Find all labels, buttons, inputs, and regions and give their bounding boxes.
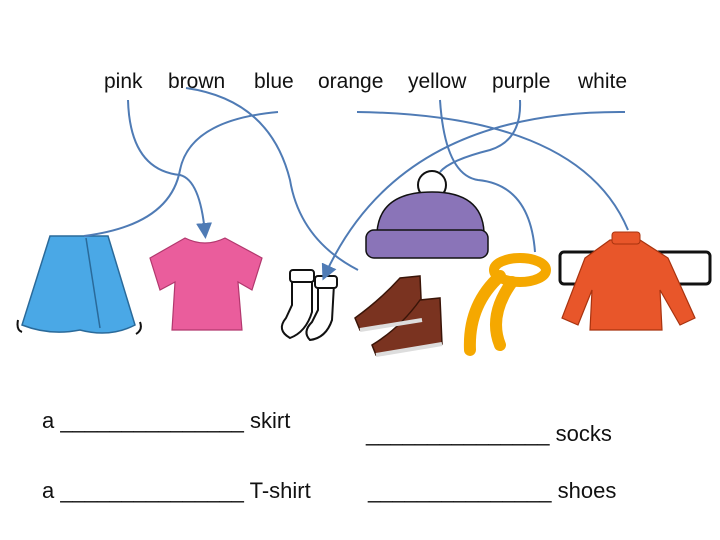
skirt-image: [16, 235, 142, 335]
answer-blank[interactable]: _______________: [366, 421, 550, 446]
noun: skirt: [250, 408, 291, 433]
sweater-image: [558, 231, 712, 331]
tshirt-image: [149, 237, 263, 331]
word-brown: brown: [168, 70, 226, 93]
socks-image: [280, 269, 338, 342]
sentence-shoes: _______________ shoes: [368, 478, 616, 504]
line-brown-shoes: [185, 87, 359, 271]
word-white: white: [578, 70, 628, 93]
matching-lines: [83, 87, 629, 281]
shoes-image: [354, 275, 443, 357]
word-orange: orange: [318, 70, 384, 93]
answer-blank[interactable]: _______________: [60, 408, 244, 433]
sentence-socks: _______________ socks: [366, 421, 612, 447]
line-white-socks: [321, 110, 626, 281]
line-yellow-scarf: [439, 99, 536, 253]
hat-image: [365, 170, 489, 259]
article: a: [42, 408, 55, 433]
scarf-image: [463, 253, 551, 356]
noun: T-shirt: [249, 478, 311, 503]
sentence-tshirt: a _______________ T-shirt: [42, 478, 311, 504]
answer-blank[interactable]: _______________: [368, 478, 552, 503]
noun: socks: [555, 421, 612, 446]
article: a: [42, 478, 55, 503]
noun: shoes: [557, 478, 617, 503]
word-yellow: yellow: [408, 70, 467, 93]
line-purple-hat: [439, 99, 522, 173]
line-pink-tshirt: [127, 99, 213, 239]
word-pink: pink: [104, 70, 143, 93]
answer-blank[interactable]: _______________: [60, 478, 244, 503]
word-blue: blue: [254, 70, 294, 93]
sentence-skirt: a _______________ skirt: [42, 408, 290, 434]
word-purple: purple: [492, 70, 551, 93]
line-orange-sweater: [356, 111, 629, 231]
line-blue-skirt: [83, 111, 279, 237]
